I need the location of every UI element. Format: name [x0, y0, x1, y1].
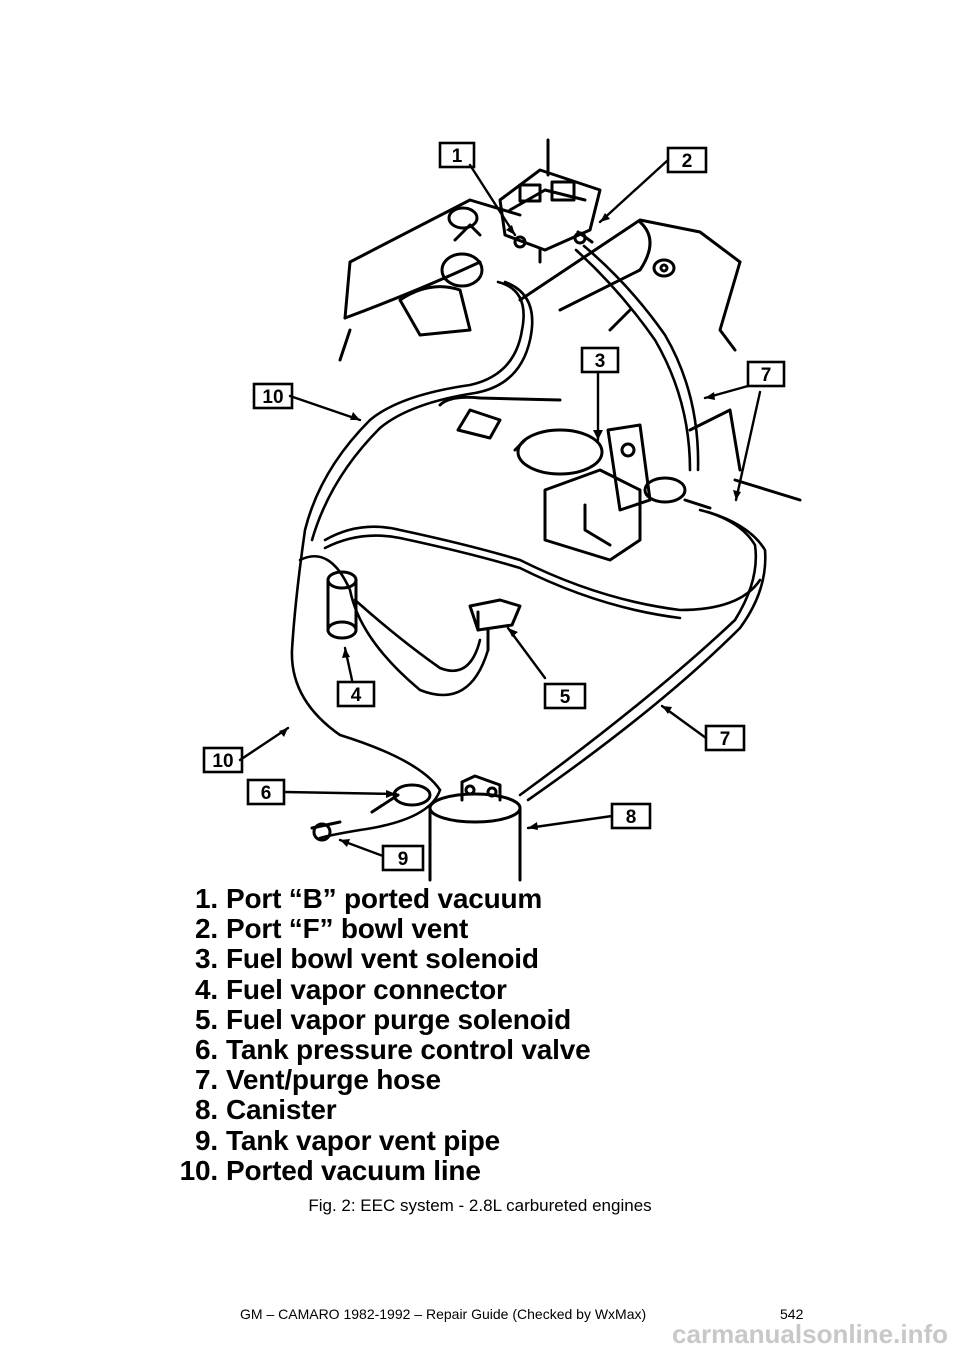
callout-8: 8 [610, 802, 652, 830]
footer-title: GM – CAMARO 1982-1992 – Repair Guide (Ch… [240, 1306, 647, 1322]
svg-text:6: 6 [261, 783, 272, 804]
legend-item: 7.Vent/purge hose [195, 1064, 441, 1096]
legend-item: 2.Port “F” bowl vent [195, 913, 469, 945]
fuel-vapor-purge-solenoid [468, 598, 522, 652]
svg-text:7: 7 [720, 729, 731, 750]
callout-7-top: 7 [746, 360, 786, 388]
callout-10-top: 10 [252, 382, 294, 410]
callout-9: 9 [381, 844, 425, 872]
svg-text:5: 5 [560, 687, 571, 708]
legend-item: 6.Tank pressure control valve [195, 1034, 591, 1066]
callout-7-bottom: 7 [704, 724, 746, 752]
callout-10-bottom: 10 [202, 746, 244, 774]
svg-text:3: 3 [595, 351, 606, 372]
engine-block [338, 198, 802, 502]
svg-text:7: 7 [761, 365, 772, 386]
callout-labels: 1 2 3 4 5 6 7 7 8 9 10 10 [202, 141, 786, 872]
fuel-bowl-vent-solenoid [438, 395, 712, 562]
svg-text:2: 2 [682, 151, 693, 172]
vacuum-and-vent-hoses [290, 244, 767, 840]
legend-item: 5.Fuel vapor purge solenoid [195, 1003, 572, 1035]
page-number: 542 [780, 1306, 804, 1322]
legend-item: 10.Ported vacuum line [179, 1154, 481, 1186]
svg-text:4: 4 [351, 685, 362, 706]
svg-text:10: 10 [262, 387, 283, 408]
legend-item: 8.Canister [195, 1094, 337, 1126]
component-legend: 1.Port “B” ported vacuum 2.Port “F” bowl… [160, 883, 591, 1186]
callout-3: 3 [580, 346, 620, 374]
callout-4: 4 [336, 680, 376, 708]
callout-6: 6 [246, 778, 286, 806]
carburetor [498, 138, 602, 264]
callout-1: 1 [438, 141, 476, 169]
callout-leaders [238, 158, 762, 858]
watermark: carmanualsonline.info [672, 1319, 948, 1349]
svg-text:1: 1 [452, 146, 463, 167]
eec-system-diagram: 1 2 3 4 5 6 7 7 8 9 10 10 [202, 138, 802, 882]
svg-text:10: 10 [212, 751, 233, 772]
legend-item: 1.Port “B” ported vacuum [195, 883, 543, 914]
svg-text:8: 8 [626, 807, 637, 828]
figure-caption: Fig. 2: EEC system - 2.8L carbureted eng… [308, 1196, 652, 1215]
legend-item: 9.Tank vapor vent pipe [195, 1124, 500, 1156]
fuel-vapor-connector [326, 570, 358, 640]
svg-text:9: 9 [398, 849, 409, 870]
callout-5: 5 [543, 682, 587, 710]
legend-item: 4.Fuel vapor connector [195, 973, 507, 1005]
legend-item: 3.Fuel bowl vent solenoid [195, 943, 539, 975]
canister [428, 774, 522, 882]
callout-2: 2 [666, 146, 708, 174]
